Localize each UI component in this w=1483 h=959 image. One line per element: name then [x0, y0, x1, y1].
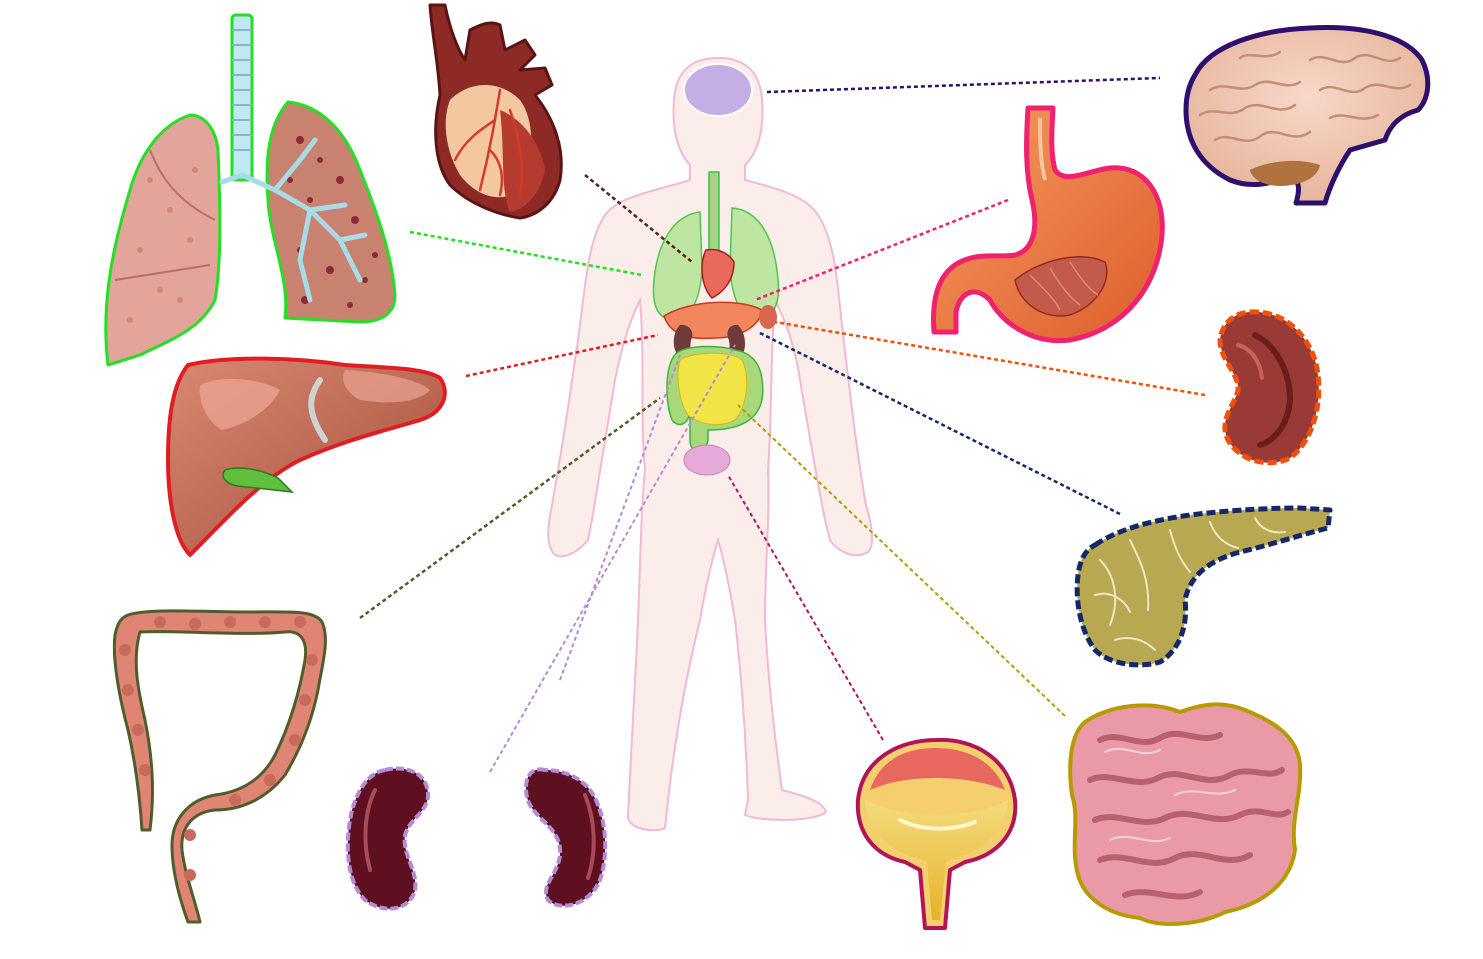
spleen-icon	[1217, 309, 1322, 466]
kidneys-icon	[345, 766, 608, 911]
connector-bladder	[727, 474, 884, 741]
connector-kidneys-right	[489, 344, 736, 773]
body-silhouette	[547, 56, 874, 832]
body-bladder	[683, 444, 731, 476]
connector-kidneys-left	[559, 354, 681, 681]
connector-liver	[465, 333, 659, 378]
body-trachea	[708, 171, 720, 253]
connector-spleen	[774, 320, 1206, 397]
large-intestine-icon	[112, 609, 327, 924]
pancreas-icon	[1074, 505, 1333, 668]
kidney-left-icon	[345, 766, 430, 911]
liver-icon	[166, 356, 447, 557]
connector-brain	[766, 76, 1161, 94]
body-lung-left	[652, 211, 703, 321]
bladder-icon	[855, 737, 1018, 930]
connector-lines	[359, 76, 1206, 773]
connector-large-intestine	[359, 396, 661, 620]
connector-small-intestine	[737, 404, 1066, 717]
body-brain	[683, 63, 753, 117]
body-small-intestine	[677, 352, 748, 426]
small-intestine-icon	[1068, 702, 1303, 926]
body-lung-right	[729, 207, 780, 319]
kidney-right-icon	[523, 767, 608, 908]
body-heart	[701, 248, 735, 299]
connector-pancreas	[757, 330, 1121, 516]
connector-stomach	[754, 198, 1009, 302]
internal-organs	[652, 63, 780, 476]
body-spleen	[759, 305, 777, 329]
body-outline	[547, 56, 874, 832]
lungs-icon	[104, 13, 397, 367]
connector-lungs	[409, 230, 643, 277]
heart-icon	[428, 3, 563, 220]
connector-heart	[584, 174, 693, 263]
stomach-icon	[931, 105, 1165, 344]
brain-icon	[1183, 25, 1431, 206]
